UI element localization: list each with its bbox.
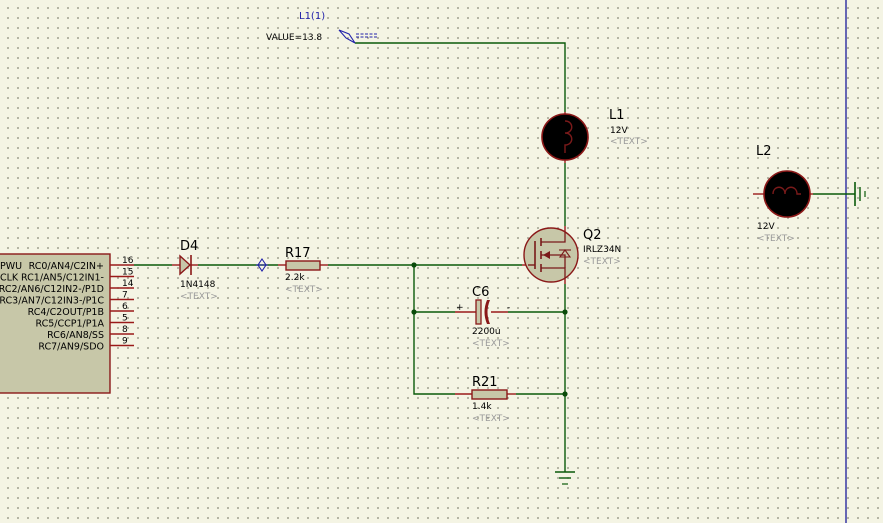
l1-value: 12V [610, 126, 628, 136]
ground-icon [854, 182, 866, 206]
lamp-icon [541, 113, 589, 161]
mcu-body [0, 253, 111, 394]
l1-ref: L1 [609, 108, 625, 123]
wire [413, 265, 455, 395]
mcu-pin-number: 7 [122, 291, 128, 301]
mcu-pin-label: RC4/C2OUT/P1B [28, 307, 104, 318]
mcu-pin-label: RC5/CCP1/P1A [35, 319, 104, 330]
lamp-icon [763, 170, 811, 218]
c6-minus: - [507, 303, 510, 313]
mcu-pin-label: RC6/AN8/SS [47, 330, 104, 341]
l1-text: <TEXT> [610, 137, 648, 147]
d4-value: 1N4148 [180, 280, 216, 290]
mcu-pin-label: RC3/AN7/C12IN3-/P1C [0, 296, 104, 307]
microcontroller[interactable]: PWU CLK RC0/AN4/C2IN+ RC1/AN5/C12IN1- RC… [0, 253, 134, 394]
resistor-r21[interactable]: R21 1.4k <TEXT> [455, 375, 516, 424]
wire [355, 42, 566, 112]
c6-ref: C6 [472, 285, 489, 300]
capacitor-plate-positive [475, 299, 482, 325]
junction-dot [562, 391, 568, 397]
mcu-left-label: PWU [0, 261, 22, 272]
ground-icon [555, 471, 575, 485]
mcu-pin-number: 15 [122, 268, 133, 278]
mcu-pin-label: RC0/AN4/C2IN+ [29, 261, 104, 272]
mcu-pin-number: 6 [122, 302, 128, 312]
junction-dot [411, 309, 417, 315]
r17-value: 2.2k [285, 273, 305, 283]
resistor-body [471, 389, 508, 400]
junction-dot [562, 309, 568, 315]
q2-value: IRLZ34N [583, 245, 621, 255]
r21-value: 1.4k [472, 402, 492, 412]
probe-icon [338, 29, 356, 44]
l2-ref: L2 [756, 144, 772, 159]
mcu-left-label: CLK [0, 273, 19, 284]
mcu-pin-number: 8 [122, 325, 128, 335]
r21-ref: R21 [472, 375, 498, 390]
junction-dot [411, 262, 417, 268]
d4-text: <TEXT> [180, 292, 218, 302]
d4-ref: D4 [180, 239, 198, 254]
mcu-pin-number: 9 [122, 337, 128, 347]
r17-ref: R17 [285, 246, 311, 261]
mcu-pin-label: RC7/AN9/SDO [38, 342, 104, 353]
r17-text: <TEXT> [285, 285, 323, 295]
wires [134, 42, 855, 472]
l2-value: 12V [757, 222, 775, 232]
resistor-body [285, 260, 321, 271]
voltage-probe[interactable]: L1(1) VALUE=13.8 [266, 11, 377, 44]
capacitor-plate-negative [484, 300, 490, 324]
l2-text: <TEXT> [757, 234, 795, 244]
wire-probe-marker[interactable] [256, 258, 268, 272]
probe-value: VALUE=13.8 [266, 33, 322, 43]
probe-name: L1(1) [299, 11, 325, 22]
lamp-l2[interactable]: L2 12V <TEXT> [753, 144, 813, 244]
resistor-r17[interactable]: R17 2.2k <TEXT> [278, 246, 328, 295]
q2-ref: Q2 [583, 228, 602, 243]
mcu-pin-number: 14 [122, 279, 134, 289]
c6-plus: + [456, 303, 464, 313]
mosfet-q2[interactable]: Q2 IRLZ34N <TEXT> [522, 226, 621, 284]
capacitor-c6[interactable]: + - C6 2200u <TEXT> [455, 285, 510, 349]
q2-text: <TEXT> [583, 257, 621, 267]
c6-value: 2200u [472, 327, 501, 337]
mcu-pin-lines [110, 264, 134, 347]
diode-symbol [179, 254, 192, 276]
mcu-pin-number: 5 [122, 314, 128, 324]
mcu-pin-number: 16 [122, 256, 134, 266]
r21-text: <TEXT> [472, 414, 510, 424]
mcu-pin-label: RC2/AN6/C12IN2-/P1D [0, 284, 104, 295]
mcu-pin-label: RC1/AN5/C12IN1- [21, 273, 104, 284]
diode-d4[interactable]: D4 1N4148 <TEXT> [172, 239, 218, 302]
c6-text: <TEXT> [472, 339, 510, 349]
lamp-l1[interactable]: L1 12V <TEXT> [541, 108, 648, 163]
